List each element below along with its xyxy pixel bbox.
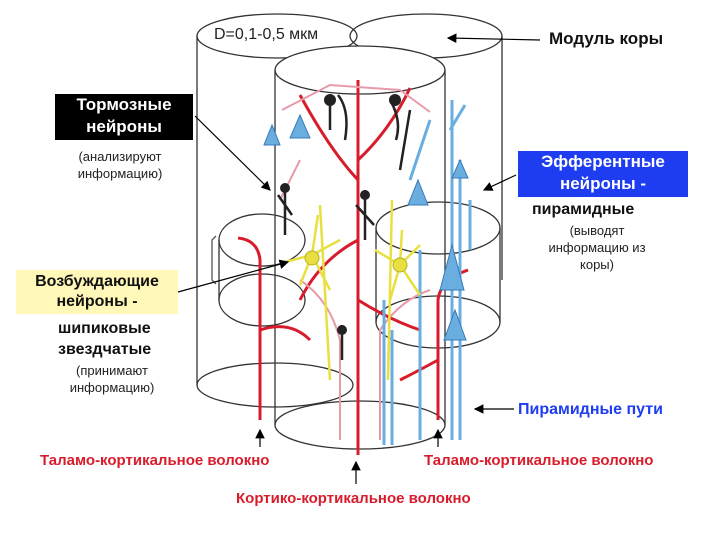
pyramidal-paths-label: Пирамидные пути: [518, 401, 663, 419]
excitatory-note: (принимают информацию): [50, 362, 174, 396]
thalamo-cortical-right-label: Таламо-кортикальное волокно: [424, 452, 653, 469]
diameter-label: D=0,1-0,5 мкм: [214, 26, 318, 44]
efferent-sub: пирамидные: [532, 201, 634, 219]
inhibitory-box: Тормозные нейроны: [55, 94, 193, 140]
arrow-icon: [195, 116, 270, 190]
efferent-box: Эфферентные нейроны -: [518, 151, 688, 197]
cortico-cortical-label: Кортико-кортикальное волокно: [236, 490, 471, 507]
efferent-note: (выводят информацию из коры): [528, 222, 666, 273]
arrow-icon: [484, 175, 516, 190]
inhibitory-note: (анализируют информацию): [60, 148, 180, 182]
arrow-icon: [178, 262, 288, 292]
module-label: Модуль коры: [549, 29, 663, 49]
excitatory-sub: шипиковые звездчатые: [58, 318, 151, 360]
thalamo-cortical-left-label: Таламо-кортикальное волокно: [40, 452, 269, 469]
excitatory-title: Возбуждающие нейроны -: [22, 272, 172, 312]
cylinder-outlines: [197, 14, 502, 449]
arrow-icon: [448, 38, 540, 40]
